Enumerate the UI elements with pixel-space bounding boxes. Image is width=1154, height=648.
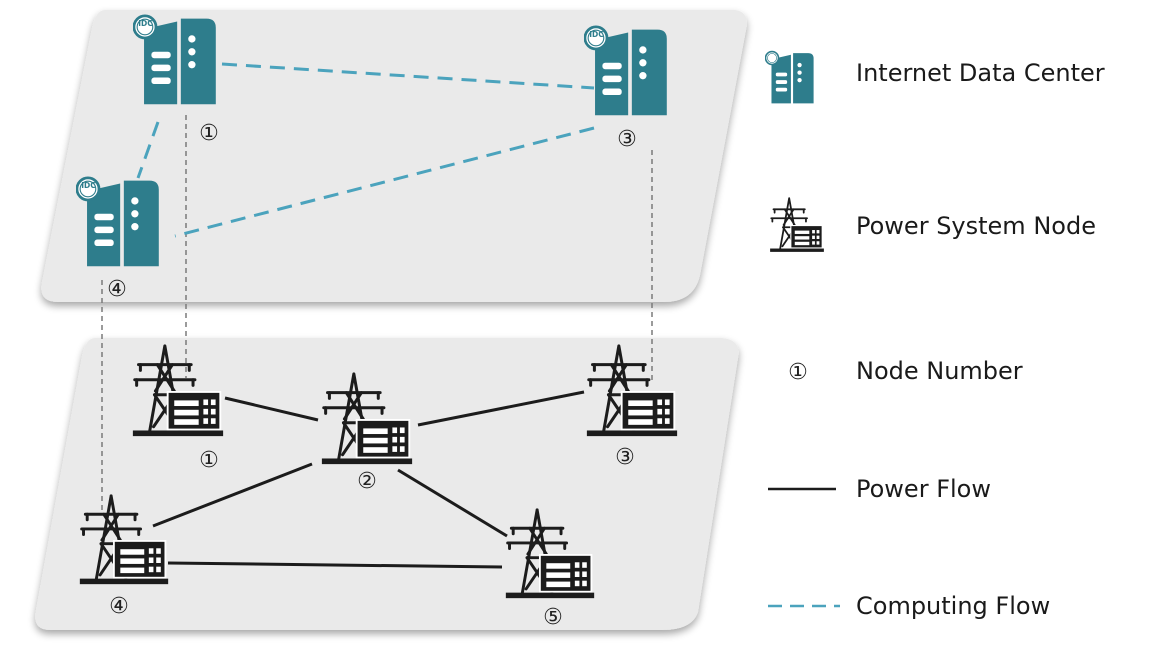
idc-node-label: ① <box>199 121 219 146</box>
power-tower-icon <box>769 197 825 253</box>
idc-icon <box>133 14 218 106</box>
legend-item-node-number: ① Node Number <box>788 357 1023 385</box>
legend-item-computing-flow: Computing Flow <box>768 592 1050 620</box>
power-link-2-3 <box>417 390 585 427</box>
idc-badge-text: IDC <box>138 19 153 28</box>
power-flow-links <box>152 390 585 569</box>
power-link-2-5 <box>397 468 508 538</box>
power-node-4: ④ <box>78 494 170 619</box>
power-node-3: ③ <box>585 344 679 470</box>
computing-flow-links <box>136 62 595 238</box>
idc-node-1: IDC ① <box>133 14 219 146</box>
legend-label-power-node: Power System Node <box>856 212 1096 240</box>
computing-link-3-4 <box>174 126 595 238</box>
power-node-label: ① <box>199 448 219 473</box>
power-node-1: ① <box>131 344 225 473</box>
legend-label-node-number: Node Number <box>856 357 1023 385</box>
power-node-label: ④ <box>109 594 129 619</box>
idc-badge-text: IDC <box>589 30 604 39</box>
power-link-2-4 <box>152 462 313 528</box>
power-node-2: ② <box>320 372 414 494</box>
power-layer-plane <box>35 338 739 630</box>
power-node-label: ② <box>357 469 377 494</box>
idc-badge-text: IDC <box>81 181 96 190</box>
power-link-1-2 <box>224 396 319 422</box>
legend-label-idc: Internet Data Center <box>856 59 1105 87</box>
legend-item-power-flow: Power Flow <box>768 475 991 503</box>
legend-item-power-node: Power System Node <box>769 197 1096 253</box>
computing-layer-plane <box>41 10 747 302</box>
legend: Internet Data Center Power System Node ①… <box>765 50 1105 620</box>
legend-label-power-flow: Power Flow <box>856 475 991 503</box>
legend-label-computing-flow: Computing Flow <box>856 592 1050 620</box>
power-link-4-5 <box>167 561 503 569</box>
idc-icon <box>765 50 815 105</box>
power-node-label: ⑤ <box>543 605 563 630</box>
power-node-label: ③ <box>615 445 635 470</box>
idc-node-label: ④ <box>107 277 127 302</box>
idc-node-label: ③ <box>617 127 637 152</box>
idc-node-3: IDC ③ <box>584 25 669 152</box>
idc-node-4: IDC ④ <box>76 176 161 302</box>
power-node-5: ⑤ <box>504 508 596 630</box>
legend-node-number-symbol: ① <box>788 360 808 385</box>
idc-icon <box>584 25 669 117</box>
idc-icon <box>76 176 161 268</box>
legend-item-idc: Internet Data Center <box>765 50 1105 105</box>
computing-link-1-3 <box>221 62 595 90</box>
mapping-links <box>101 115 653 512</box>
computing-link-1-4 <box>136 121 160 179</box>
